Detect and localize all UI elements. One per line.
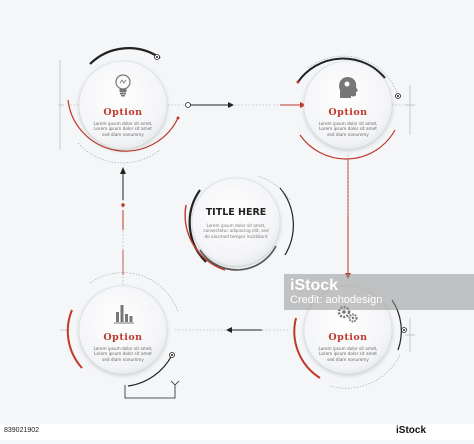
watermark-box bbox=[284, 274, 474, 310]
node-body-line: sed diam nonummy bbox=[327, 131, 369, 137]
guide-lines bbox=[58, 60, 415, 352]
node-bottom-right-text: Option Lorem ipsum dolor sit amet, Lorem… bbox=[302, 332, 394, 362]
center-node bbox=[184, 175, 294, 271]
center-title: TITLE HERE bbox=[205, 207, 267, 218]
node-body-line: sed diam nonummy bbox=[102, 131, 144, 137]
node-title: Option bbox=[328, 332, 368, 343]
watermark-logo: iStock bbox=[290, 277, 339, 294]
bar-chart-icon bbox=[114, 305, 134, 324]
node-title: Option bbox=[103, 332, 143, 343]
center-body: Lorem ipsum dolor sit amet, consectetur … bbox=[203, 223, 269, 239]
node-top-right-text: Option Lorem ipsum dolor sit amet, Lorem… bbox=[302, 107, 394, 137]
node-title: Option bbox=[103, 107, 143, 118]
node-body-line: Lorem ipsum dolor sit amet bbox=[94, 126, 152, 132]
lightbulb-icon bbox=[115, 74, 131, 97]
node-body-line: Lorem ipsum dolor sit amet bbox=[319, 126, 377, 132]
node-body-line: Lorem ipsum dolor sit amet, bbox=[318, 121, 378, 126]
node-body-line: Lorem ipsum dolor sit amet, bbox=[93, 121, 153, 126]
node-bottom-left bbox=[66, 272, 179, 387]
node-body: Lorem ipsum dolor sit amet, Lorem ipsum … bbox=[302, 346, 394, 362]
gears-icon bbox=[337, 305, 358, 323]
footer-image-id: 839021902 bbox=[4, 427, 40, 434]
node-body-line: Lorem ipsum dolor sit amet bbox=[319, 351, 377, 357]
node-top-left bbox=[67, 47, 180, 164]
node-body-line: sed diam nonummy bbox=[102, 356, 144, 362]
node-body-line: Lorem ipsum dolor sit amet, bbox=[318, 346, 378, 351]
connector-bottom bbox=[175, 327, 290, 333]
watermark-credit: Credit: aohodesign bbox=[290, 294, 383, 306]
bottom-bracket bbox=[124, 380, 180, 399]
node-body: Lorem ipsum dolor sit amet, Lorem ipsum … bbox=[77, 346, 169, 362]
node-body: Lorem ipsum dolor sit amet, Lorem ipsum … bbox=[77, 121, 169, 137]
node-body-line: Lorem ipsum dolor sit amet bbox=[94, 351, 152, 357]
connector-left bbox=[120, 167, 126, 285]
node-top-right bbox=[296, 55, 401, 160]
node-body: Lorem ipsum dolor sit amet, Lorem ipsum … bbox=[302, 121, 394, 137]
node-title: Option bbox=[328, 107, 368, 118]
footer-bar bbox=[0, 424, 474, 440]
head-profile-icon bbox=[339, 77, 358, 98]
node-bottom-left-text: Option Lorem ipsum dolor sit amet, Lorem… bbox=[77, 332, 169, 362]
node-top-left-text: Option Lorem ipsum dolor sit amet, Lorem… bbox=[77, 107, 169, 137]
node-body-line: Lorem ipsum dolor sit amet, bbox=[93, 346, 153, 351]
footer-logo: iStock bbox=[396, 425, 427, 436]
node-body-line: sed diam nonummy bbox=[327, 356, 369, 362]
